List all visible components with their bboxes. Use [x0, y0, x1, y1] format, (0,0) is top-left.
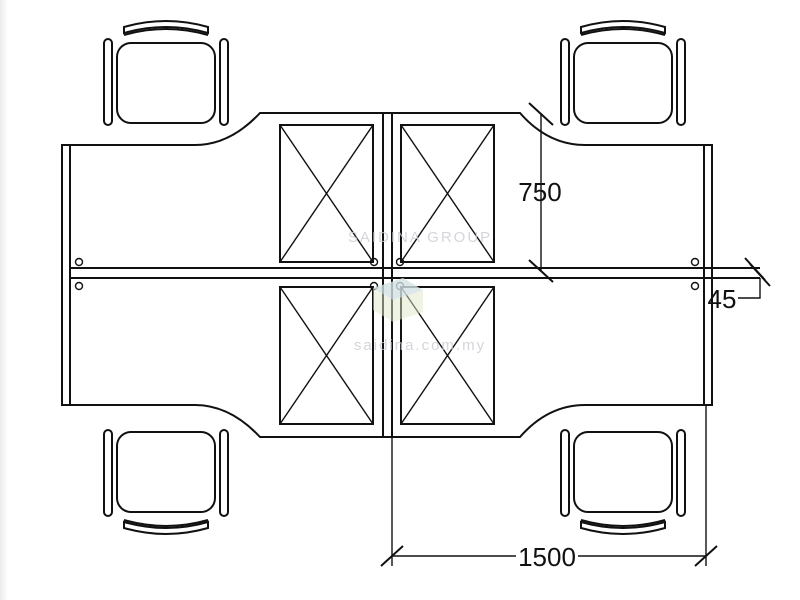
- dimension-depth: 750: [518, 102, 562, 283]
- watermark-url: saidina.com.my: [354, 337, 486, 354]
- dimension-width-label: 1500: [518, 542, 576, 572]
- dimension-divider: 45: [708, 257, 771, 314]
- canvas-edge: [0, 0, 8, 600]
- chair-top-right: [560, 20, 686, 126]
- desk-outline: [61, 112, 713, 438]
- watermark-brand: SAIDINA GROUP: [348, 229, 492, 246]
- cabinet-bottom-left: [279, 286, 374, 425]
- chair-top-left: [103, 20, 229, 126]
- watermark: SAIDINA GROUP saidina.com.my: [348, 229, 492, 354]
- dimension-width: 1500: [380, 405, 718, 572]
- dimension-depth-label: 750: [518, 177, 561, 207]
- chair-bottom-left: [103, 429, 229, 535]
- dimension-divider-label: 45: [708, 284, 737, 314]
- chair-bottom-right: [560, 429, 686, 535]
